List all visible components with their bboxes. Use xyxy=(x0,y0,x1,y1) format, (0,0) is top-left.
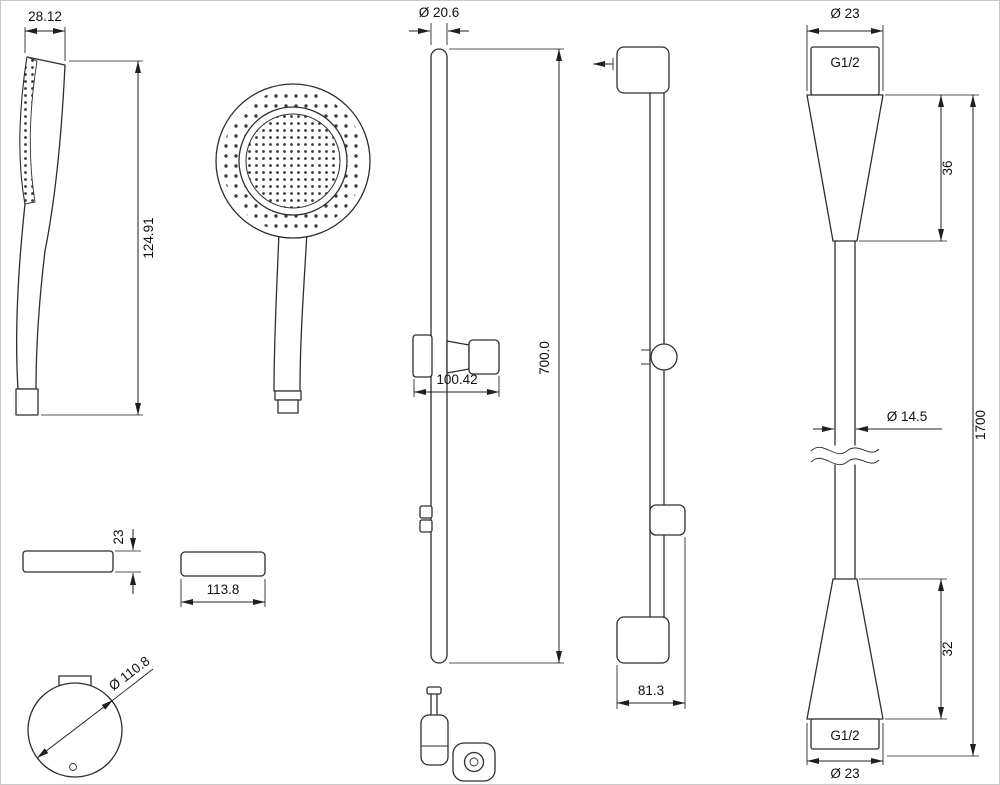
wall-plate-side xyxy=(22,550,114,573)
dim-label-handshower-length: 124.91 xyxy=(141,217,156,258)
dim-label-hose-bottom-sleeve: 32 xyxy=(940,641,955,656)
nozzle-disc-center xyxy=(245,113,341,209)
holder-back-plate xyxy=(412,334,433,378)
dim-label-hose-top-sleeve: 36 xyxy=(940,160,955,175)
holder-body-side xyxy=(446,340,470,374)
hook-tab xyxy=(58,675,92,686)
dim-bar-diameter: Ø 20.6 xyxy=(409,5,469,45)
dim-hose-bottom-sleeve: 32 xyxy=(859,578,955,720)
spray-face-side-band xyxy=(19,56,38,205)
dim-hose-bottom-diameter: Ø 23 xyxy=(806,723,884,781)
slider-clip-front xyxy=(649,504,686,536)
dim-hose-tube-diameter: Ø 14.5 xyxy=(813,409,942,432)
dim-label-bar-length: 700.0 xyxy=(537,341,552,375)
thread-label-bottom: G1/2 xyxy=(830,728,859,743)
shower-hose-view: G1/2 G1/2 xyxy=(806,46,884,750)
handle-collar xyxy=(274,390,302,401)
top-wall-mount xyxy=(616,46,670,94)
holder-front-detail xyxy=(452,742,496,782)
bottom-wall-mount xyxy=(616,616,670,664)
dim-label-plate-width: 113.8 xyxy=(207,582,240,597)
slide-bar-front-view xyxy=(593,46,686,664)
holder-detail-view xyxy=(420,686,496,782)
slider-ring xyxy=(650,343,678,371)
head-face-circle xyxy=(27,682,123,778)
holder-hole-outer xyxy=(463,751,485,773)
handle-front-outline xyxy=(273,231,308,392)
dim-hose-length: 1700 xyxy=(887,95,988,757)
bar-clip-upper xyxy=(419,505,433,519)
dim-label-hose-bottom-diameter: Ø 23 xyxy=(830,766,859,781)
dim-plate-width: 113.8 xyxy=(180,579,266,607)
inlet-thread-front xyxy=(277,399,299,414)
slide-bar-side-view xyxy=(412,48,500,664)
hose-tube-lower xyxy=(834,464,856,580)
dim-label-handshower-width: 28.12 xyxy=(28,9,62,24)
face-pivot-dot xyxy=(69,763,77,771)
slide-bar-tube-side xyxy=(430,48,448,664)
holder-pin-cap xyxy=(426,686,442,695)
dim-bar-length: 700.0 xyxy=(449,48,564,664)
dim-base-width: 81.3 xyxy=(616,537,686,709)
wall-bracket-side-view xyxy=(22,550,114,573)
hose-top-sleeve xyxy=(806,94,884,242)
dim-label-base-width: 81.3 xyxy=(638,683,664,698)
holder-body-detail xyxy=(420,714,449,766)
wall-bracket-front-view xyxy=(180,551,266,577)
dim-holder-length: 100.42 xyxy=(413,372,500,397)
dim-label-hose-length: 1700 xyxy=(973,410,988,440)
dim-hose-top-diameter: Ø 23 xyxy=(806,6,884,91)
bar-clip-lower xyxy=(419,519,433,533)
holder-pin xyxy=(430,693,438,716)
dim-hose-top-sleeve: 36 xyxy=(859,94,979,242)
dim-label-hose-top-diameter: Ø 23 xyxy=(830,6,859,21)
dim-label-plate-thickness: 23 xyxy=(111,529,126,544)
dim-handshower-width: 28.12 xyxy=(24,9,66,61)
hand-shower-side-view xyxy=(15,56,66,416)
dim-handshower-length: 124.91 xyxy=(41,60,156,416)
thread-label-top: G1/2 xyxy=(830,55,859,70)
hose-break-wave-upper xyxy=(810,446,880,454)
holder-hole-inner xyxy=(469,757,479,767)
hose-bottom-sleeve xyxy=(806,578,884,720)
hose-break-wave-lower xyxy=(810,457,880,465)
hose-tube-upper xyxy=(834,240,856,446)
dim-plate-thickness: 23 xyxy=(111,529,141,594)
hand-shower-front-view xyxy=(215,83,371,414)
dim-label-holder-length: 100.42 xyxy=(436,372,477,387)
hose-bottom-nut xyxy=(810,718,880,750)
holder-knob-ribbed xyxy=(468,339,500,375)
wall-plate-front xyxy=(180,551,266,577)
shower-head-face-circle-view xyxy=(27,675,123,778)
dim-label-hose-tube-diameter: Ø 14.5 xyxy=(887,409,928,424)
dim-label-bar-diameter: Ø 20.6 xyxy=(419,5,460,20)
inlet-thread-side xyxy=(15,388,39,416)
